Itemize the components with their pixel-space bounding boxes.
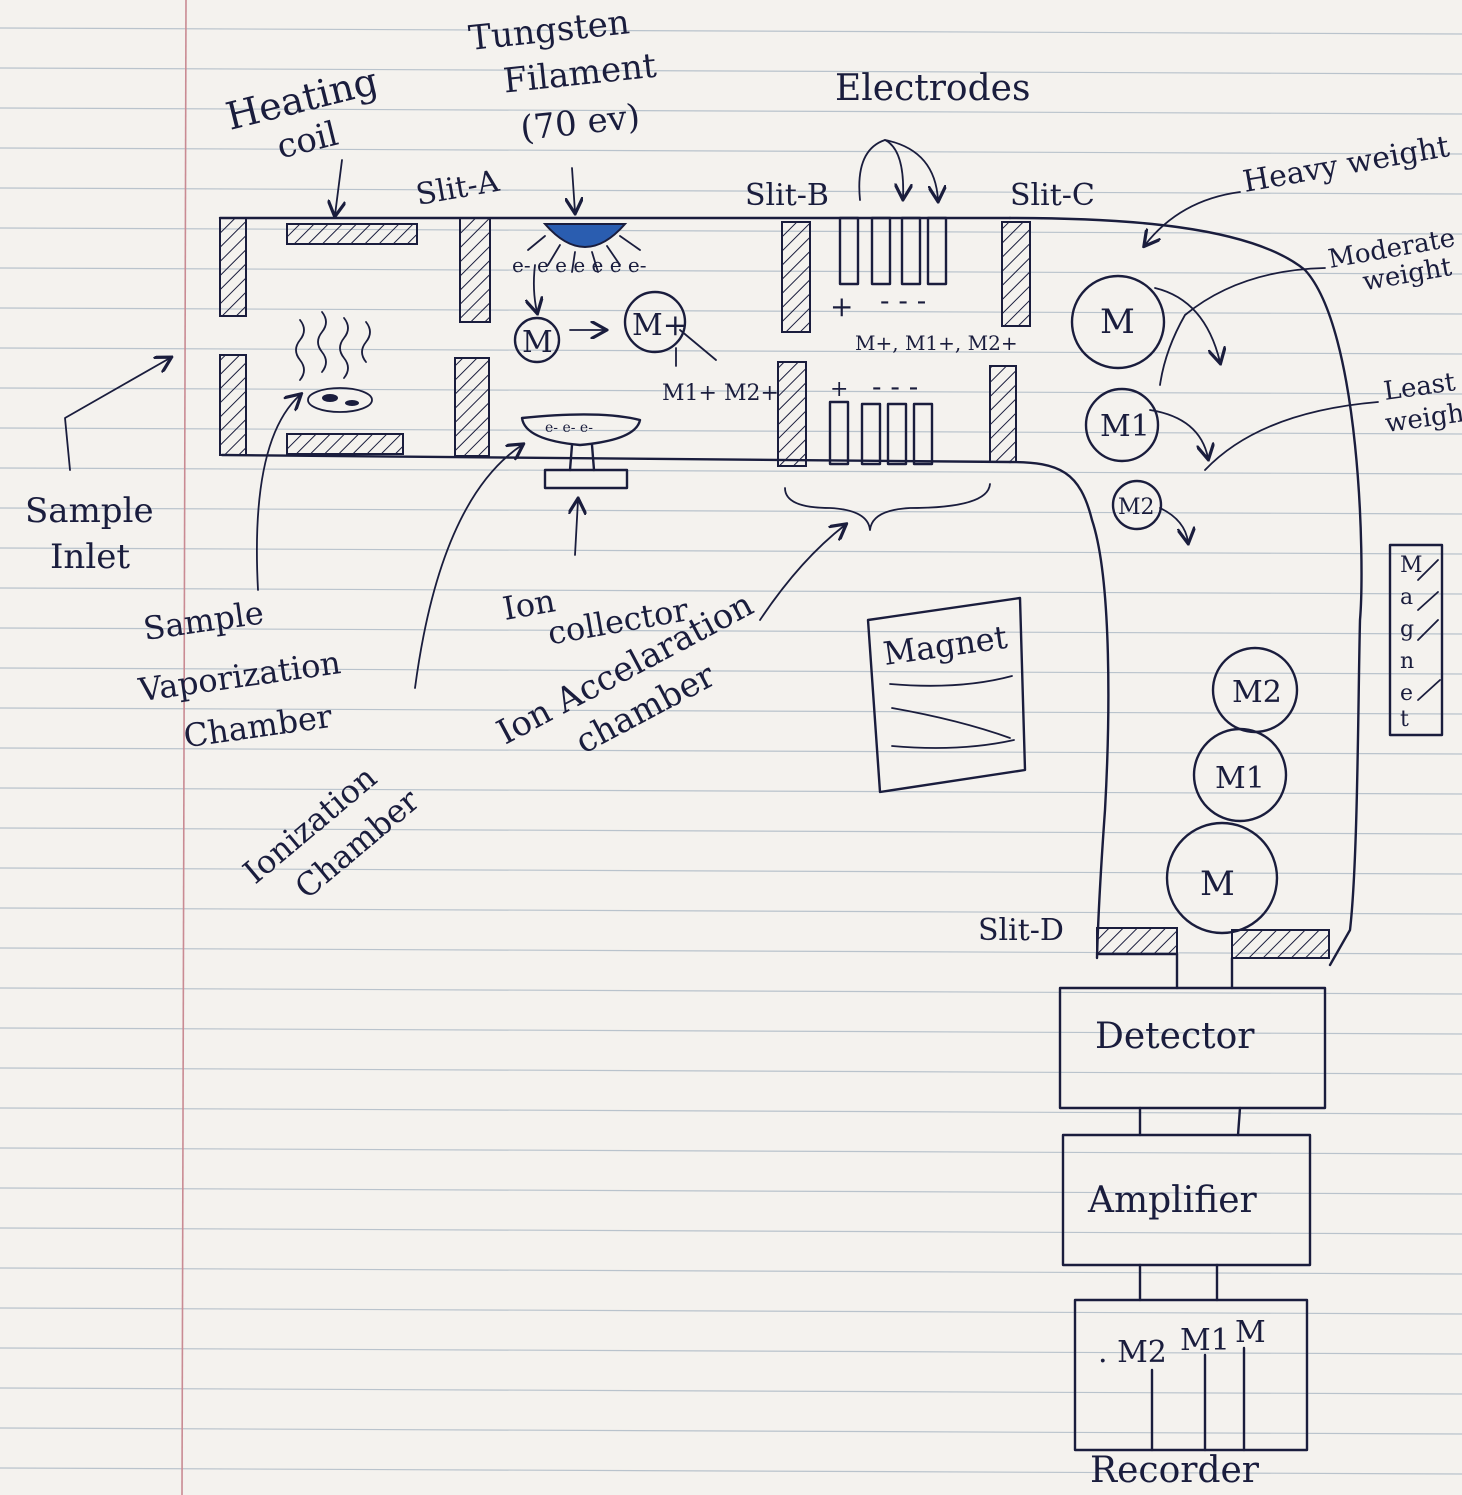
slit-c-bottom — [990, 366, 1016, 462]
plus-sign-top: + — [830, 290, 853, 323]
ruled-line — [0, 868, 1462, 874]
ruled-line — [0, 1388, 1462, 1394]
electrons-label: e- e e e e e e- — [512, 253, 647, 277]
slit-a-top — [460, 218, 490, 322]
ruled-line — [0, 68, 1462, 74]
molecular-ion-label: M+ — [632, 308, 688, 343]
slit-d-label: Slit-D — [978, 913, 1064, 948]
ruled-line — [0, 348, 1462, 354]
least-weight-label: Least weight — [1379, 365, 1462, 439]
ruled-line — [0, 188, 1462, 194]
stream-ion-3-label: M — [1200, 864, 1235, 904]
recorder-peak-m-label: M — [1235, 1315, 1266, 1350]
ruled-line — [0, 1148, 1462, 1154]
electrodes-label: Electrodes — [835, 68, 1030, 109]
recorder-peak-m1-label: M1 — [1180, 1323, 1230, 1358]
ruled-line — [0, 548, 1462, 554]
moderate-ion-label: M1 — [1100, 409, 1150, 444]
ionization-chamber-label: Ionization Chamber — [236, 746, 427, 925]
side-magnet-label: M a g n e t — [1400, 553, 1430, 732]
ruled-line — [0, 508, 1462, 514]
accelerated-ions-label: M+, M1+, M2+ — [855, 331, 1018, 355]
ruled-line — [0, 1268, 1462, 1274]
detector-label: Detector — [1095, 1016, 1255, 1057]
inlet-wall-bottom — [220, 355, 246, 455]
recorder-label: Recorder — [1090, 1450, 1260, 1491]
slit-b-top — [782, 222, 810, 332]
ruled-line — [0, 28, 1462, 34]
slit-a-label: Slit-A — [413, 164, 502, 213]
sample-droplets-icon — [308, 388, 372, 412]
slit-a-bottom — [455, 358, 489, 456]
magnet-label: Magnet — [881, 618, 1010, 673]
vapour-icon — [296, 312, 370, 380]
fragment-ions-label: M1+ M2+ — [662, 381, 779, 406]
stream-ion-1-label: M2 — [1232, 675, 1282, 710]
minus-signs-bottom: - - - — [872, 370, 918, 403]
ruled-line — [0, 468, 1462, 474]
acceleration-bracket — [785, 484, 990, 530]
stream-ion-2-label: M1 — [1215, 761, 1265, 796]
ruled-line — [0, 1228, 1462, 1234]
tungsten-filament-label: Tungsten Filament (70 ev) — [467, 0, 674, 153]
molecule-label: M — [522, 325, 553, 360]
slit-c-top — [1002, 222, 1030, 326]
slit-d-left — [1097, 928, 1177, 954]
flight-tube — [1010, 218, 1361, 965]
slit-b-label: Slit-B — [745, 178, 829, 213]
plus-sign-bottom: + — [830, 377, 848, 402]
minus-signs-top: - - - — [880, 284, 926, 317]
ruled-line — [0, 908, 1462, 914]
slit-c-label: Slit-C — [1010, 178, 1095, 213]
least-ion-label: M2 — [1118, 495, 1155, 520]
collector-electrons-label: e- e- e- — [545, 420, 593, 436]
heating-coil-label: Heating coil — [222, 56, 404, 178]
vaporization-chamber-label: Sample Vaporization Chamber — [127, 582, 360, 760]
ruled-line — [0, 108, 1462, 114]
inlet-wall-top — [220, 218, 246, 316]
electrodes-bottom — [830, 402, 932, 464]
ruled-line — [0, 148, 1462, 154]
electrodes-top — [840, 218, 946, 284]
slit-d-right — [1232, 930, 1329, 958]
sample-inlet-label: Sample Inlet — [25, 491, 164, 577]
slit-b-bottom — [778, 362, 806, 466]
ruled-line — [0, 1308, 1462, 1314]
heating-coil-top — [287, 224, 417, 244]
ruled-line — [0, 1068, 1462, 1074]
amplifier-label: Amplifier — [1087, 1180, 1258, 1221]
heavy-ion-label: M — [1100, 302, 1135, 342]
recorder-peak-m2-label: . M2 — [1098, 1335, 1167, 1370]
ruled-line — [0, 828, 1462, 834]
heating-coil-bottom — [287, 434, 403, 454]
heavy-weight-label: Heavy weight — [1240, 129, 1452, 200]
ruled-line — [0, 1428, 1462, 1434]
